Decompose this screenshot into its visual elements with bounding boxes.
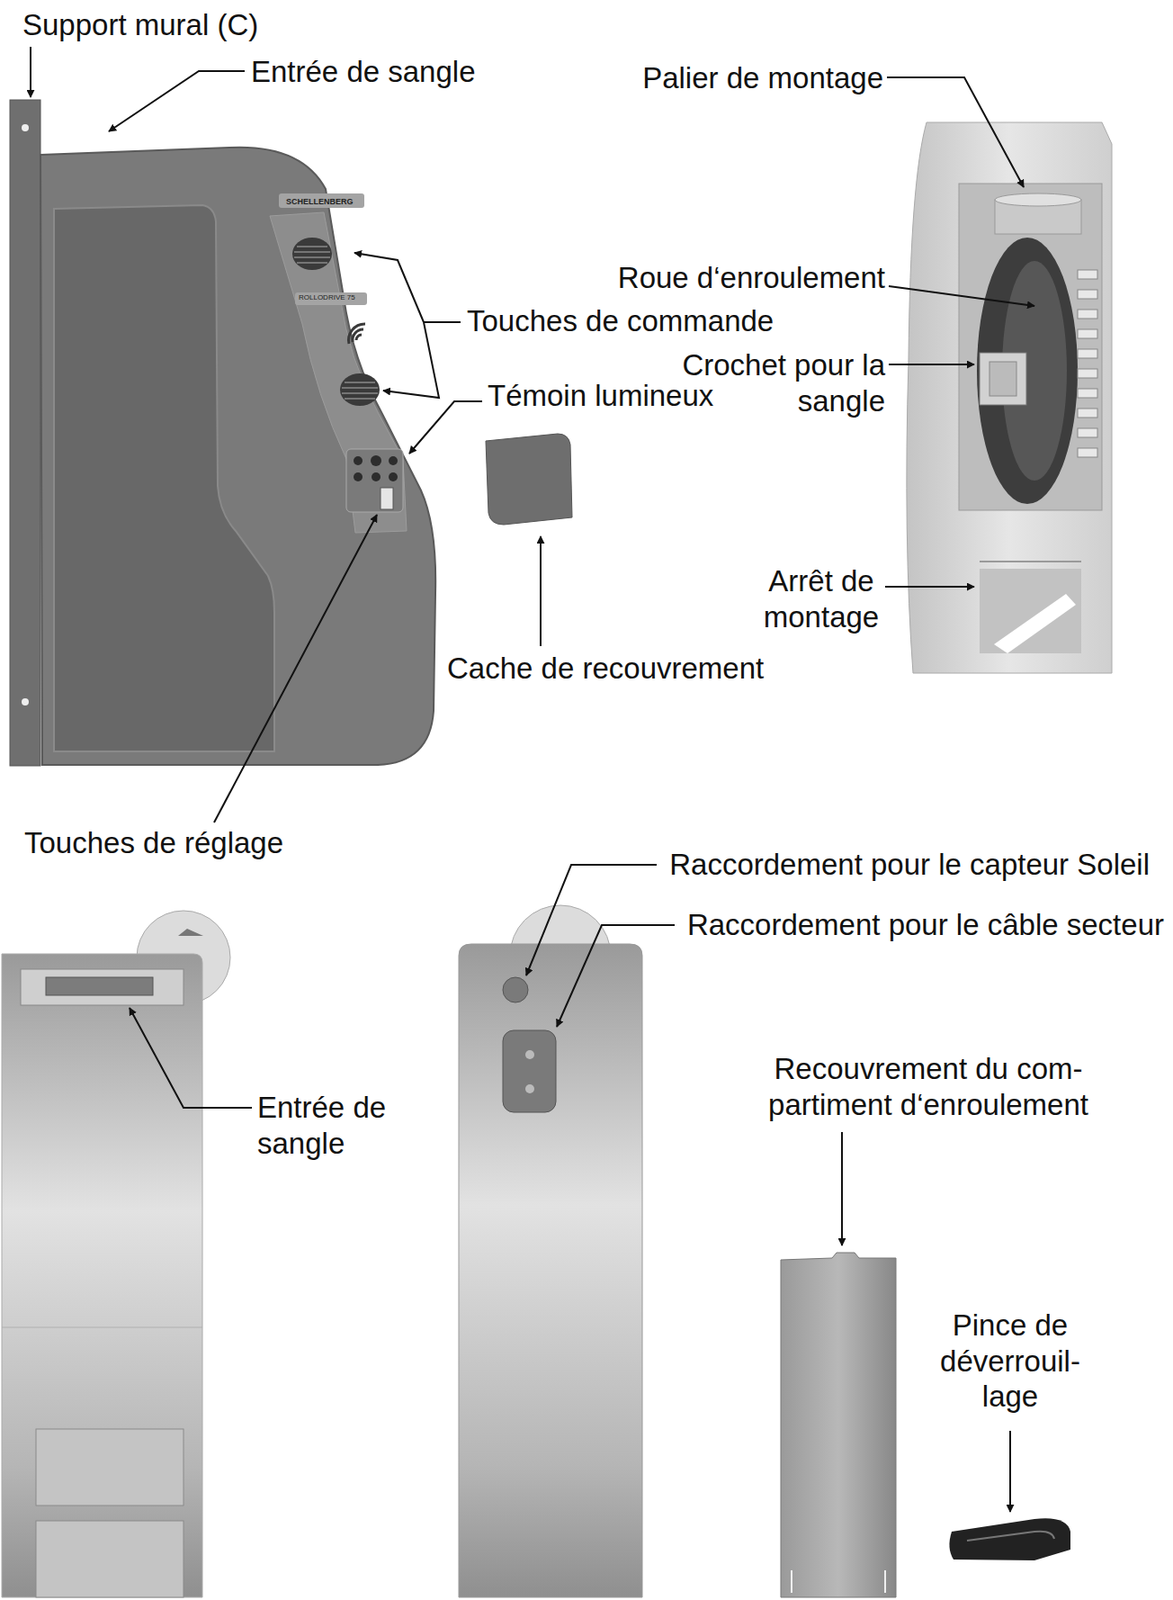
- product-marking: SCHELLENBERG: [286, 196, 354, 207]
- part-label: Palier de montage: [642, 60, 884, 97]
- release-clip: [949, 1517, 1071, 1560]
- part-label: Raccordement pour le capteur Soleil: [669, 846, 1150, 883]
- part-label: Témoin lumineux: [487, 377, 714, 414]
- part-label: Pince de déverrouil- lage: [929, 1307, 1092, 1415]
- part-label: Touches de réglage: [24, 824, 284, 861]
- device-back: [1, 910, 231, 1597]
- part-label: Arrêt de montage: [753, 563, 889, 635]
- part-label: Entrée de sangle: [257, 1089, 411, 1161]
- product-marking: ROLLODRIVE 75: [298, 293, 356, 303]
- device-front: [9, 99, 436, 766]
- compartment-cover: [780, 1252, 896, 1597]
- cover-piece: [485, 433, 573, 525]
- part-label: Touches de commande: [466, 303, 774, 340]
- part-label: Roue d‘enroulement: [617, 259, 886, 296]
- part-label: Support mural (C): [22, 7, 259, 44]
- part-label: Raccordement pour le câble secteur: [687, 906, 1165, 943]
- device-side: [906, 122, 1112, 673]
- part-label: Recouvrement du com- partiment d‘enroule…: [739, 1050, 1118, 1122]
- device-rear: [458, 904, 643, 1597]
- leader-lines: [30, 46, 1035, 1512]
- part-label: Cache de recouvrement: [447, 650, 764, 687]
- part-label: Entrée de sangle: [250, 53, 476, 90]
